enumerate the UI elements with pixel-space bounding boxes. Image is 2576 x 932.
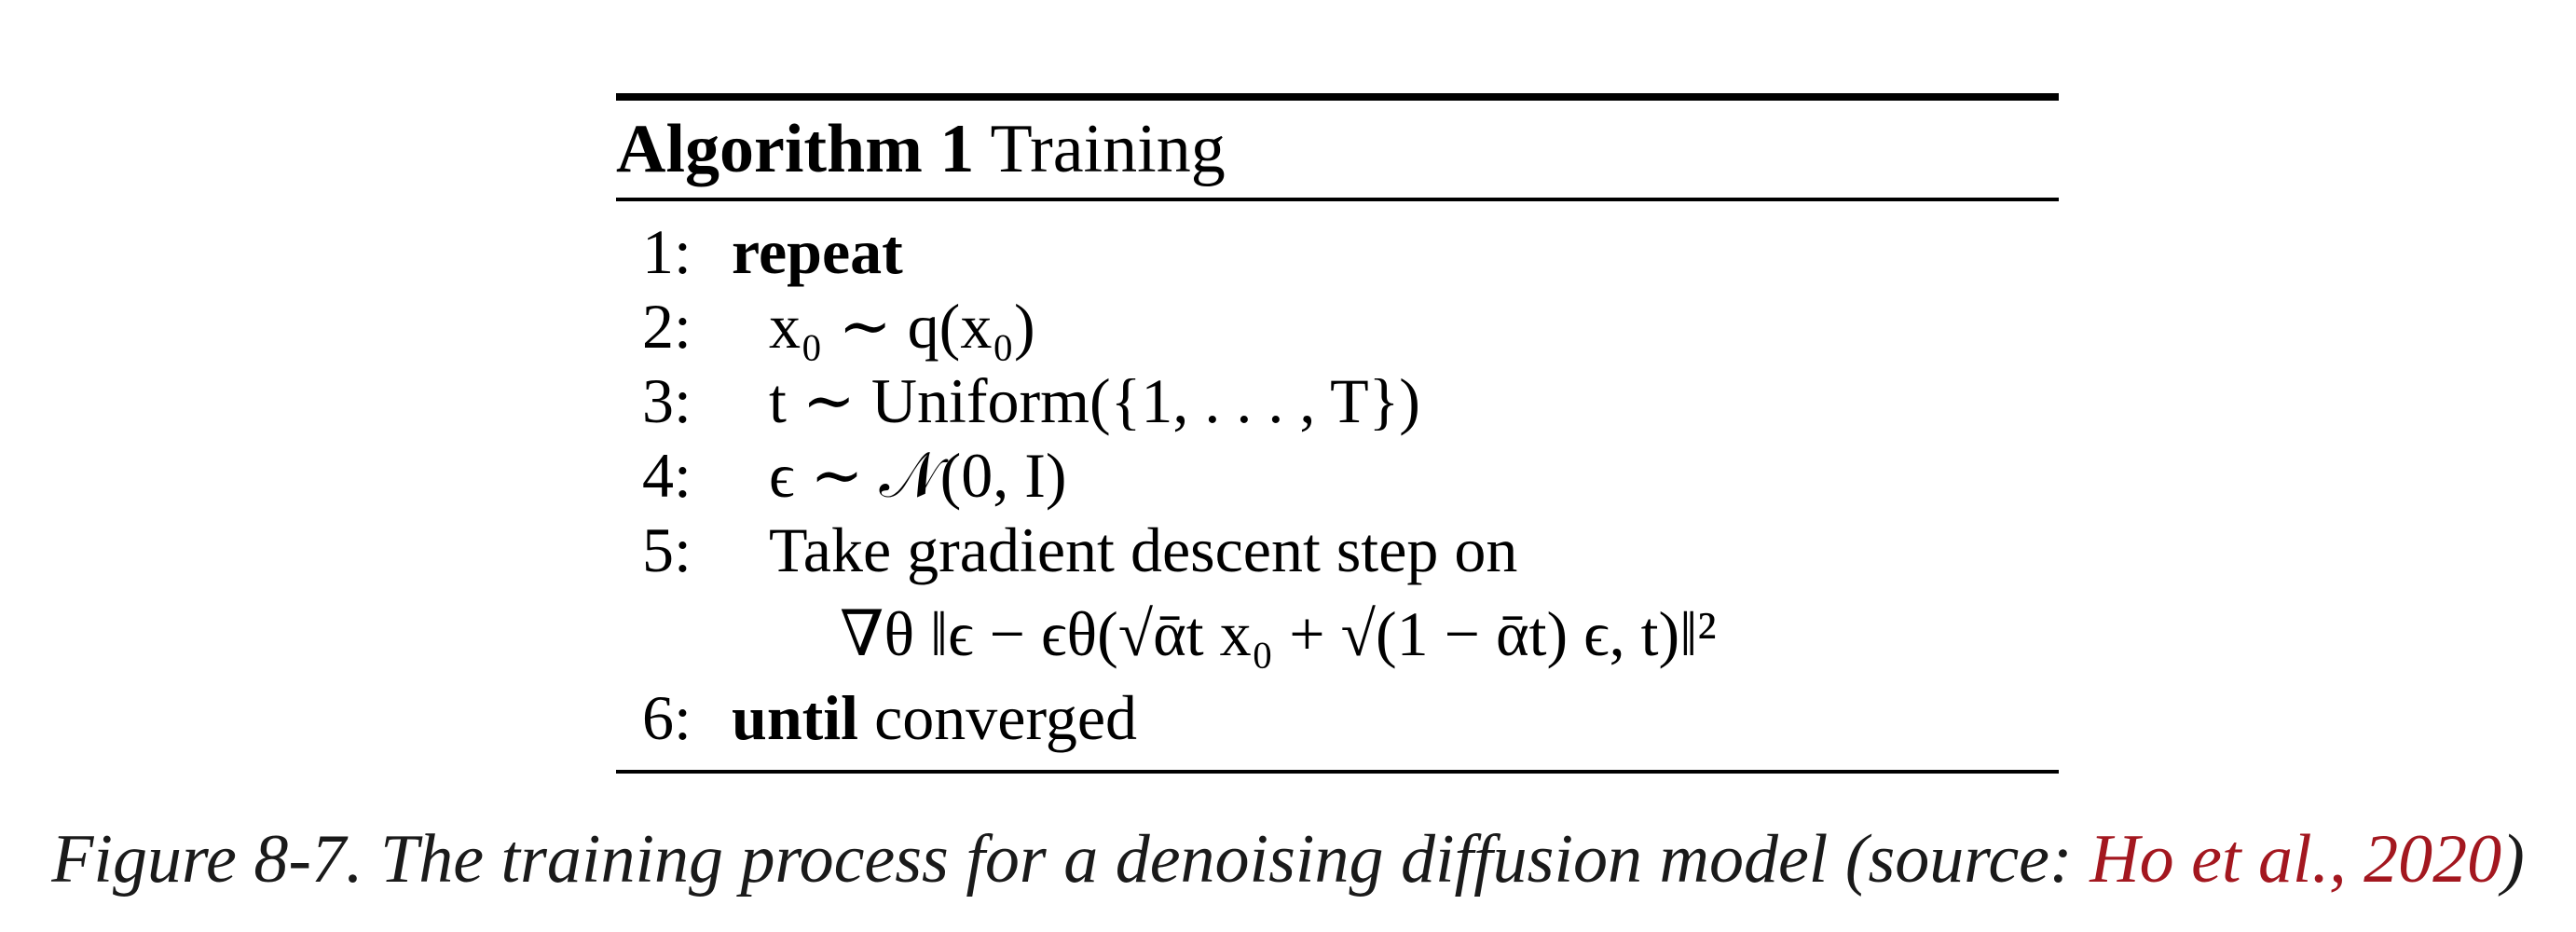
math-sample-epsilon: ϵ ∼ 𝒩(0, I): [769, 440, 1067, 511]
header-rule: [616, 198, 2059, 201]
algorithm-line-4: 4: ϵ ∼ 𝒩(0, I): [642, 438, 1067, 513]
caption-text: Figure 8-7. The training process for a d…: [51, 821, 2090, 898]
bottom-rule: [616, 770, 2059, 774]
gradient-step-text: Take gradient descent step on: [769, 514, 1518, 585]
figure-caption: Figure 8-7. The training process for a d…: [0, 820, 2576, 899]
line-number: 2:: [642, 291, 692, 362]
algorithm-line-2: 2: x₀ ∼ q(x₀): [642, 289, 1035, 363]
line-number: 3:: [642, 365, 692, 436]
line-number: 5:: [642, 514, 692, 585]
line-number: 6:: [642, 682, 692, 753]
line-number: 1:: [642, 216, 692, 287]
algorithm-title: Training: [990, 111, 1226, 187]
top-rule: [616, 93, 2059, 101]
math-sample-x0: x₀ ∼ q(x₀): [769, 291, 1035, 362]
math-sample-t: t ∼ Uniform({1, . . . , T}): [769, 365, 1420, 436]
caption-close: ): [2501, 821, 2525, 898]
keyword-until: until: [732, 682, 859, 753]
loss-equation: ∇θ ‖ϵ − ϵθ(√ᾱt x₀ + √(1 − ᾱt) ϵ, t)‖²: [840, 598, 1717, 669]
algorithm-line-3: 3: t ∼ Uniform({1, . . . , T}): [642, 363, 1420, 438]
algorithm-label: Algorithm 1: [616, 111, 975, 187]
keyword-repeat: repeat: [732, 216, 903, 287]
source-link[interactable]: Ho et al., 2020: [2090, 821, 2502, 898]
algorithm-line-5: 5: Take gradient descent step on: [642, 513, 1517, 587]
algorithm-header: Algorithm 1 Training: [616, 103, 1226, 196]
until-text: converged: [874, 682, 1138, 753]
algorithm-line-6: 6: until converged: [642, 680, 1137, 755]
algorithm-line-1: 1: repeat: [642, 214, 903, 289]
line-number: 4:: [642, 440, 692, 511]
